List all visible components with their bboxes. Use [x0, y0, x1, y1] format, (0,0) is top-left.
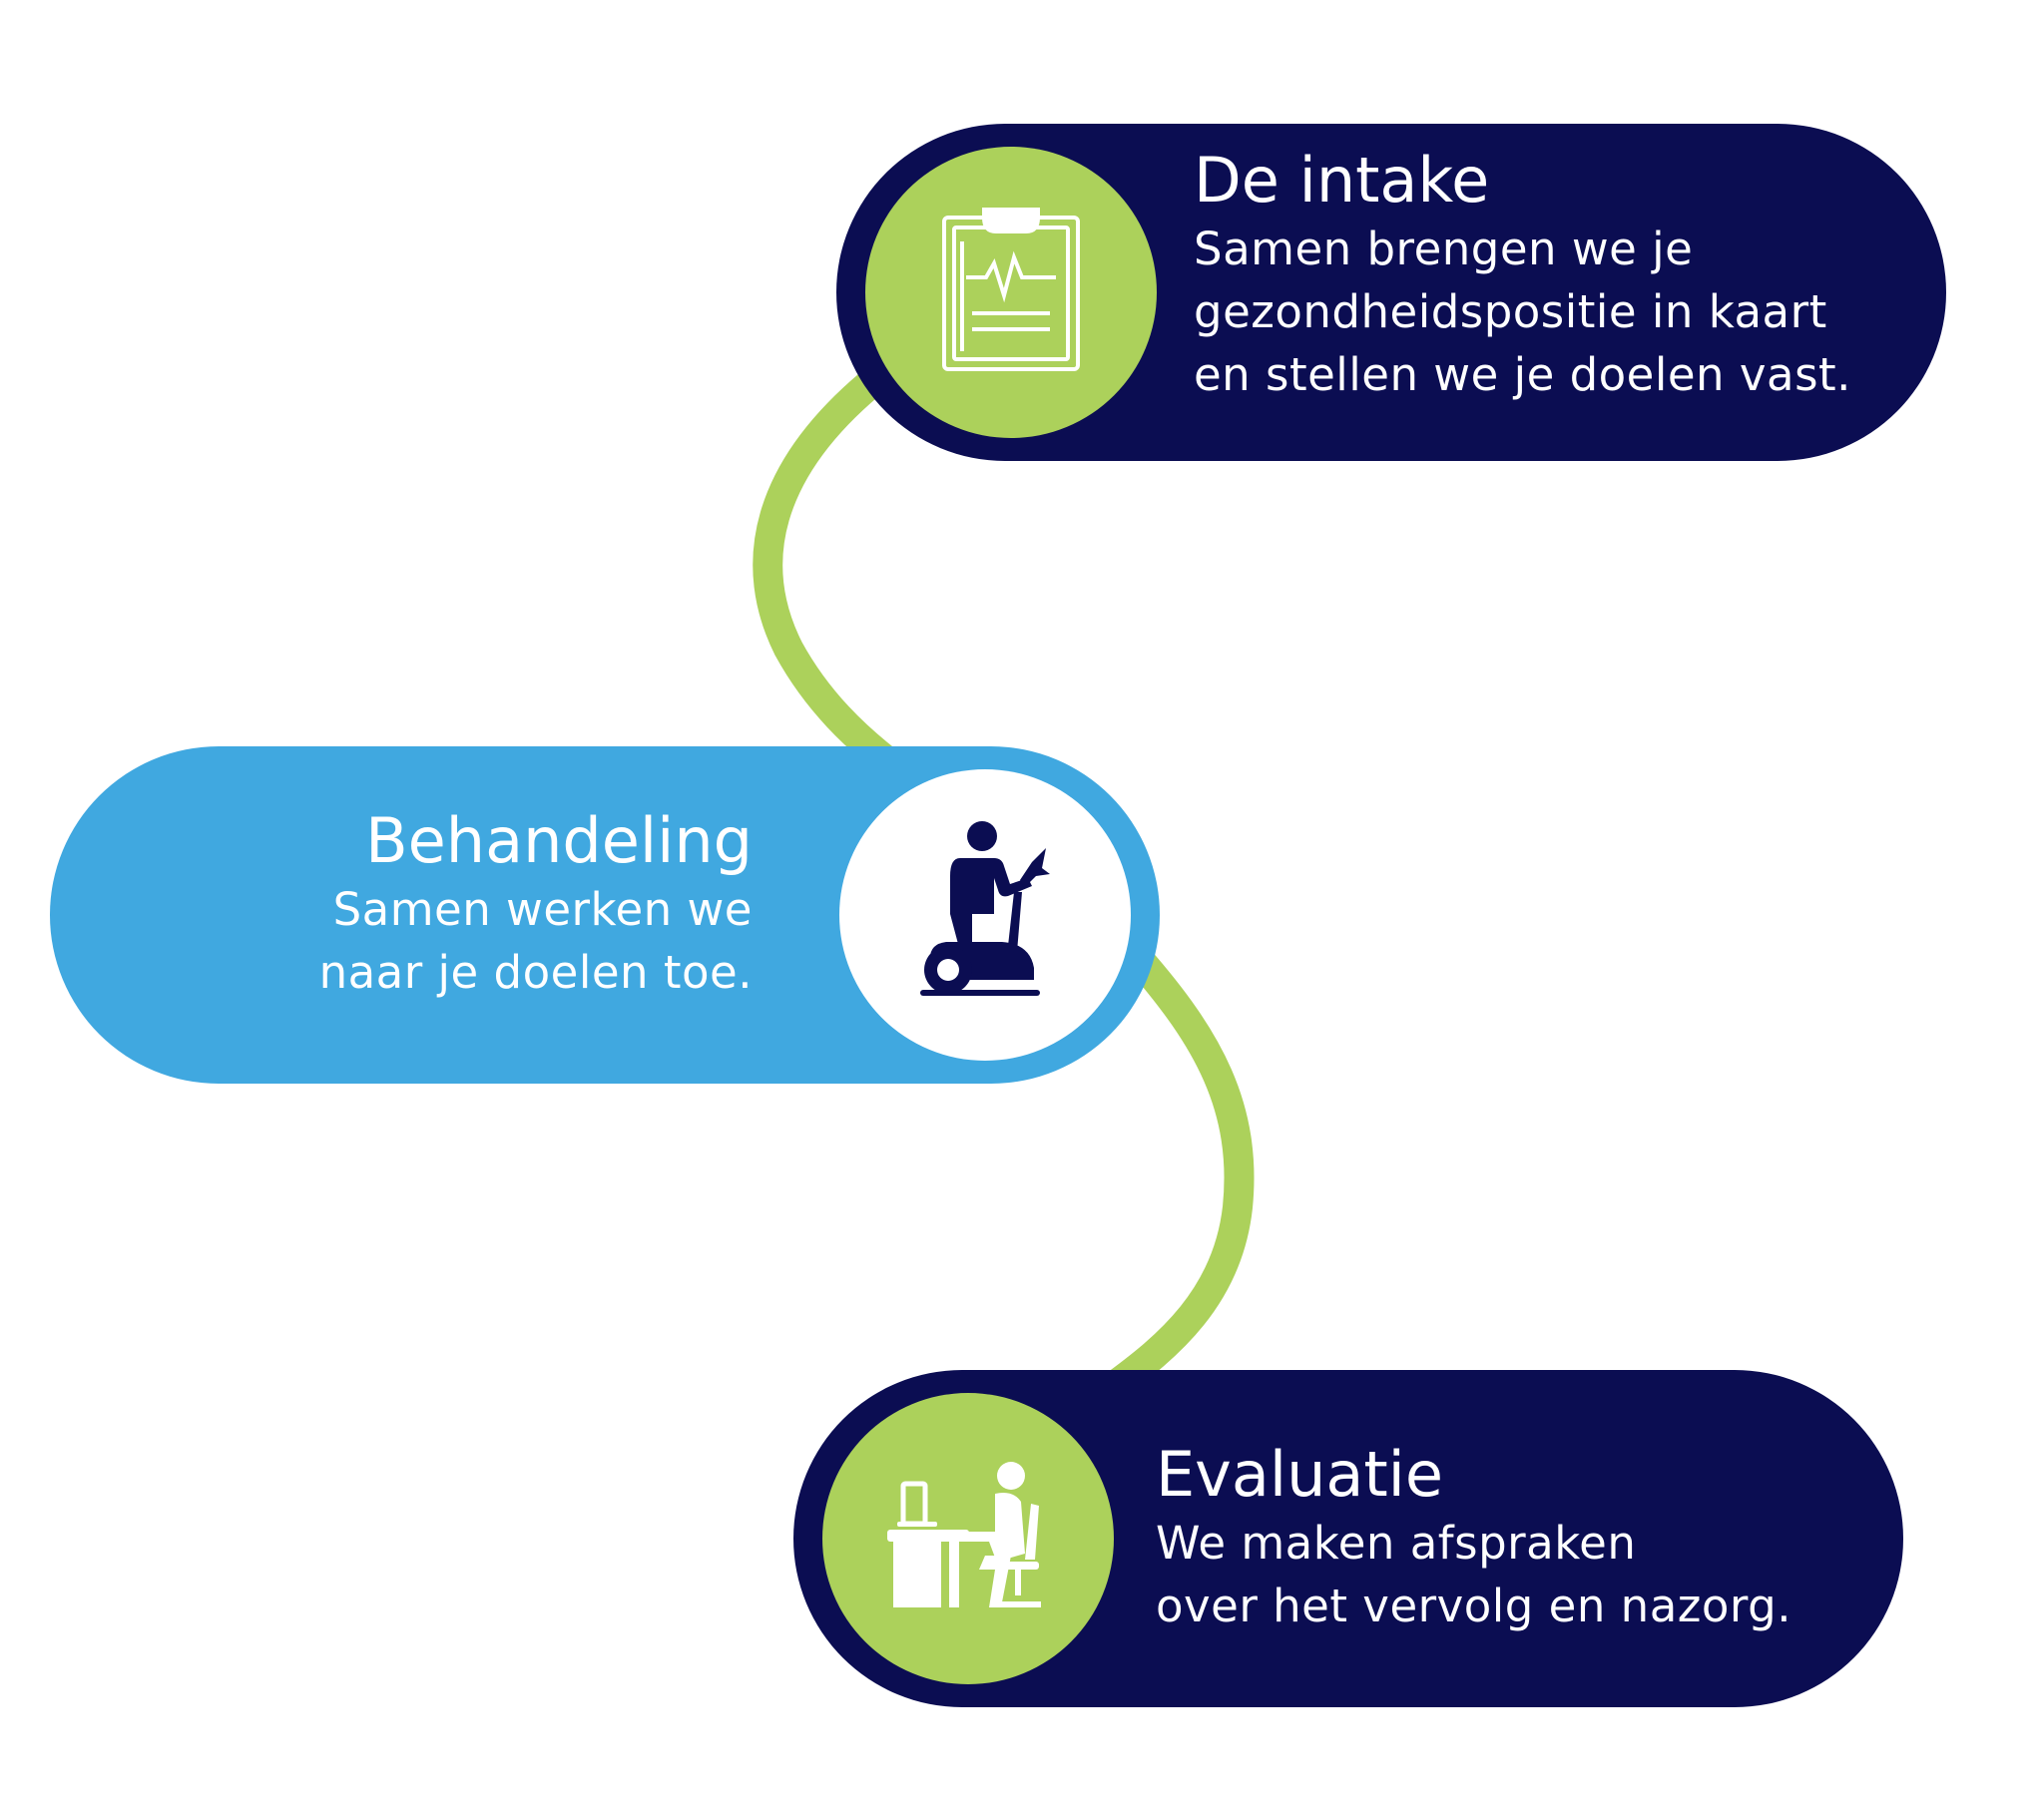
step-title-behandeling: Behandeling [365, 804, 753, 877]
step-description-line: naar je doelen toe. [318, 946, 753, 999]
medical-clipboard-icon [936, 206, 1086, 379]
step-card-behandeling: Behandeling Samen werken we naar je doel… [50, 746, 1160, 1084]
step-icon-circle-intake [865, 147, 1157, 438]
step-description-line: gezondheidspositie in kaart [1194, 285, 1827, 338]
step-icon-circle-evaluatie [822, 1393, 1114, 1684]
step-description-line: We maken afspraken [1156, 1517, 1637, 1570]
step-icon-circle-behandeling [839, 769, 1131, 1061]
desk-worker-icon [883, 1462, 1053, 1615]
step-title-intake: De intake [1194, 144, 1490, 217]
step-description-line: Samen brengen we je [1194, 223, 1694, 275]
connector-path-upper [753, 354, 903, 773]
step-title-evaluatie: Evaluatie [1156, 1438, 1444, 1511]
step-description-intake: Samen brengen we je gezondheidspositie i… [1194, 218, 1851, 406]
step-description-evaluatie: We maken afspraken over het vervolg en n… [1156, 1512, 1791, 1637]
exercise-bike-icon [910, 818, 1060, 1012]
step-description-line: Samen werken we [332, 883, 753, 936]
step-description-behandeling: Samen werken we naar je doelen toe. [319, 878, 753, 1004]
step-card-intake: De intake Samen brengen we je gezondheid… [836, 124, 1946, 461]
connector-path-lower [1098, 943, 1255, 1402]
step-description-line: over het vervolg en nazorg. [1156, 1580, 1791, 1632]
step-description-line: en stellen we je doelen vast. [1194, 348, 1851, 401]
step-card-evaluatie: Evaluatie We maken afspraken over het ve… [793, 1370, 1903, 1707]
